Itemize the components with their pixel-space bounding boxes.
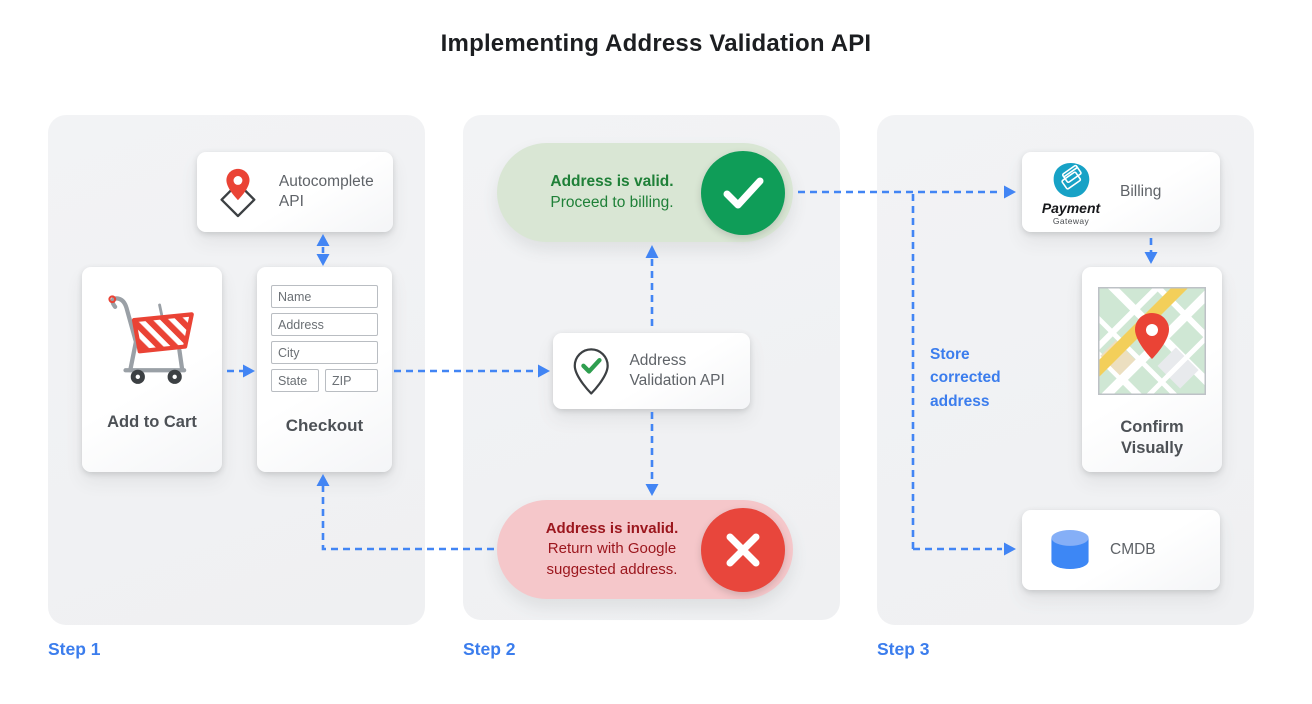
autocomplete-api-card: Autocomplete API: [197, 152, 393, 232]
confirm-visually-card: Confirm Visually: [1082, 267, 1222, 472]
address-validation-api-card: Address Validation API: [553, 333, 750, 409]
payment-logo-title: Payment: [1041, 200, 1101, 216]
validation-pin-check-icon: [573, 348, 609, 395]
step1-label: Step 1: [48, 639, 101, 659]
address-invalid-banner: Address is invalid. Return with Google s…: [497, 500, 793, 599]
address-field: Address: [271, 313, 378, 336]
step2-label: Step 2: [463, 639, 516, 659]
page-title: Implementing Address Validation API: [440, 30, 872, 57]
billing-card-label: Billing: [1120, 182, 1162, 200]
invalid-banner-text: Address is invalid. Return with Google s…: [497, 519, 701, 580]
autocomplete-pin-diamond-icon: [220, 168, 256, 218]
store-corrected-address-note: Store corrected address: [930, 346, 1001, 410]
x-icon: [726, 533, 760, 566]
valid-banner-subtitle: Proceed to billing.: [550, 193, 674, 211]
address-valid-banner: Address is valid. Proceed to billing.: [497, 143, 793, 242]
invalid-circle: [701, 507, 785, 592]
checkout-form: Name Address City State ZIP: [271, 285, 378, 397]
invalid-banner-subtitle: Return with Google suggested address.: [546, 540, 678, 578]
billing-card: Payment Gateway Billing: [1022, 152, 1220, 232]
map-thumbnail: [1098, 287, 1206, 395]
checkmark-icon: [723, 177, 764, 208]
state-field: State: [271, 369, 319, 392]
checkout-label: Checkout: [285, 416, 364, 435]
name-field: Name: [271, 285, 378, 308]
payment-gateway-icon: [1053, 162, 1090, 198]
step3-label: Step 3: [877, 639, 930, 659]
zip-field: ZIP: [325, 369, 378, 392]
cmdb-card-label: CMDB: [1110, 540, 1156, 558]
validation-card-label: Address Validation API: [629, 351, 725, 389]
city-field: City: [271, 341, 378, 364]
payment-logo-subtitle: Gateway: [1052, 216, 1090, 226]
valid-circle: [701, 150, 785, 235]
shopping-cart-icon: [108, 295, 194, 384]
confirm-visually-label: Confirm Visually: [1120, 418, 1184, 458]
add-to-cart-label: Add to Cart: [107, 413, 197, 431]
add-to-cart-card: Add to Cart: [82, 267, 222, 472]
cmdb-card: CMDB: [1022, 510, 1220, 590]
payment-gateway-logo: Payment Gateway: [1036, 158, 1106, 226]
checkout-card: Name Address City State ZIP Checkout: [257, 267, 392, 472]
autocomplete-card-label: Autocomplete API: [278, 172, 374, 210]
invalid-banner-title: Address is invalid.: [545, 520, 679, 538]
valid-banner-text: Address is valid. Proceed to billing.: [497, 172, 701, 214]
valid-banner-title: Address is valid.: [550, 172, 674, 190]
database-icon: [1051, 530, 1089, 570]
